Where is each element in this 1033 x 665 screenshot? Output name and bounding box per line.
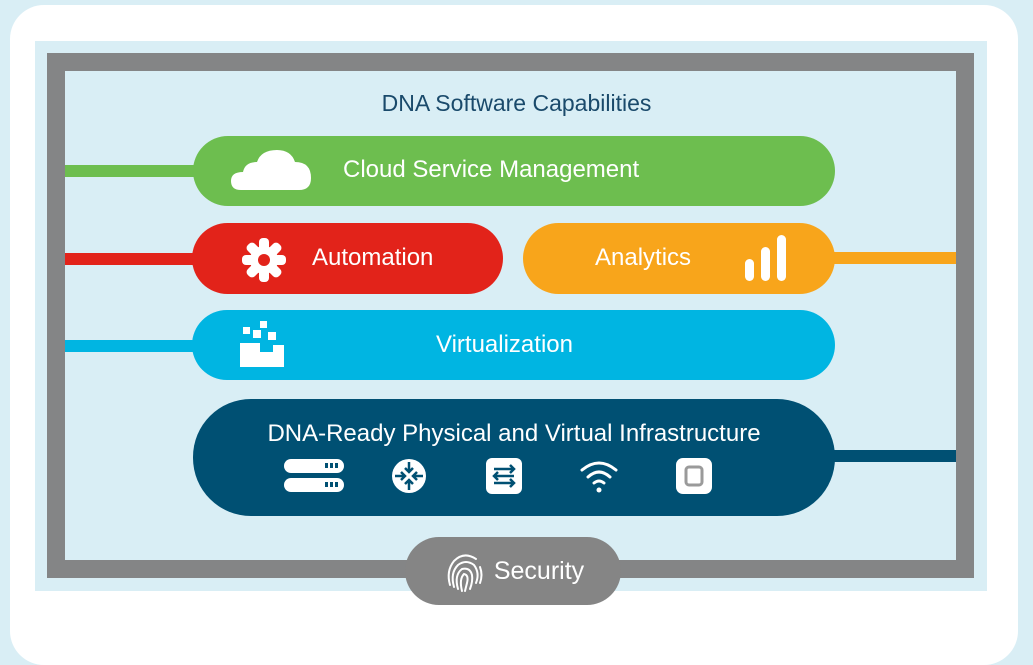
cloud-icon: [231, 150, 311, 190]
switch-icon: [474, 457, 534, 494]
security-label: Security: [493, 556, 585, 585]
diagram-title: DNA Software Capabilities: [381, 90, 652, 116]
virtualization-connector: [65, 340, 205, 352]
cloud-service-management-layer: Cloud Service Management: [193, 136, 835, 206]
server-icon: [284, 458, 344, 494]
automation-label: Automation: [312, 244, 434, 271]
analytics-label: Analytics: [595, 244, 692, 271]
infrastructure-layer: DNA-Ready Physical and Virtual Infrastru…: [193, 399, 835, 516]
security-layer: Security: [405, 537, 621, 605]
device-icons: [284, 457, 724, 494]
appliance-icon: [664, 457, 724, 494]
infrastructure-connector: [820, 450, 956, 462]
virtualization-blocks-icon: [240, 321, 284, 367]
analytics-connector: [820, 252, 956, 264]
wifi-icon: [569, 458, 629, 494]
cloud-connector: [65, 165, 205, 177]
analytics-layer: Analytics: [523, 223, 835, 294]
automation-layer: Automation: [192, 223, 503, 294]
fingerprint-icon: [447, 554, 483, 592]
virtualization-layer: Virtualization: [192, 310, 835, 380]
virtualization-label: Virtualization: [436, 331, 573, 358]
gear-icon: [242, 238, 286, 282]
cloud-service-management-label: Cloud Service Management: [343, 156, 640, 183]
infrastructure-label: DNA-Ready Physical and Virtual Infrastru…: [267, 419, 761, 447]
bar-chart-icon: [745, 235, 786, 281]
automation-connector: [65, 253, 205, 265]
router-icon: [379, 458, 439, 494]
